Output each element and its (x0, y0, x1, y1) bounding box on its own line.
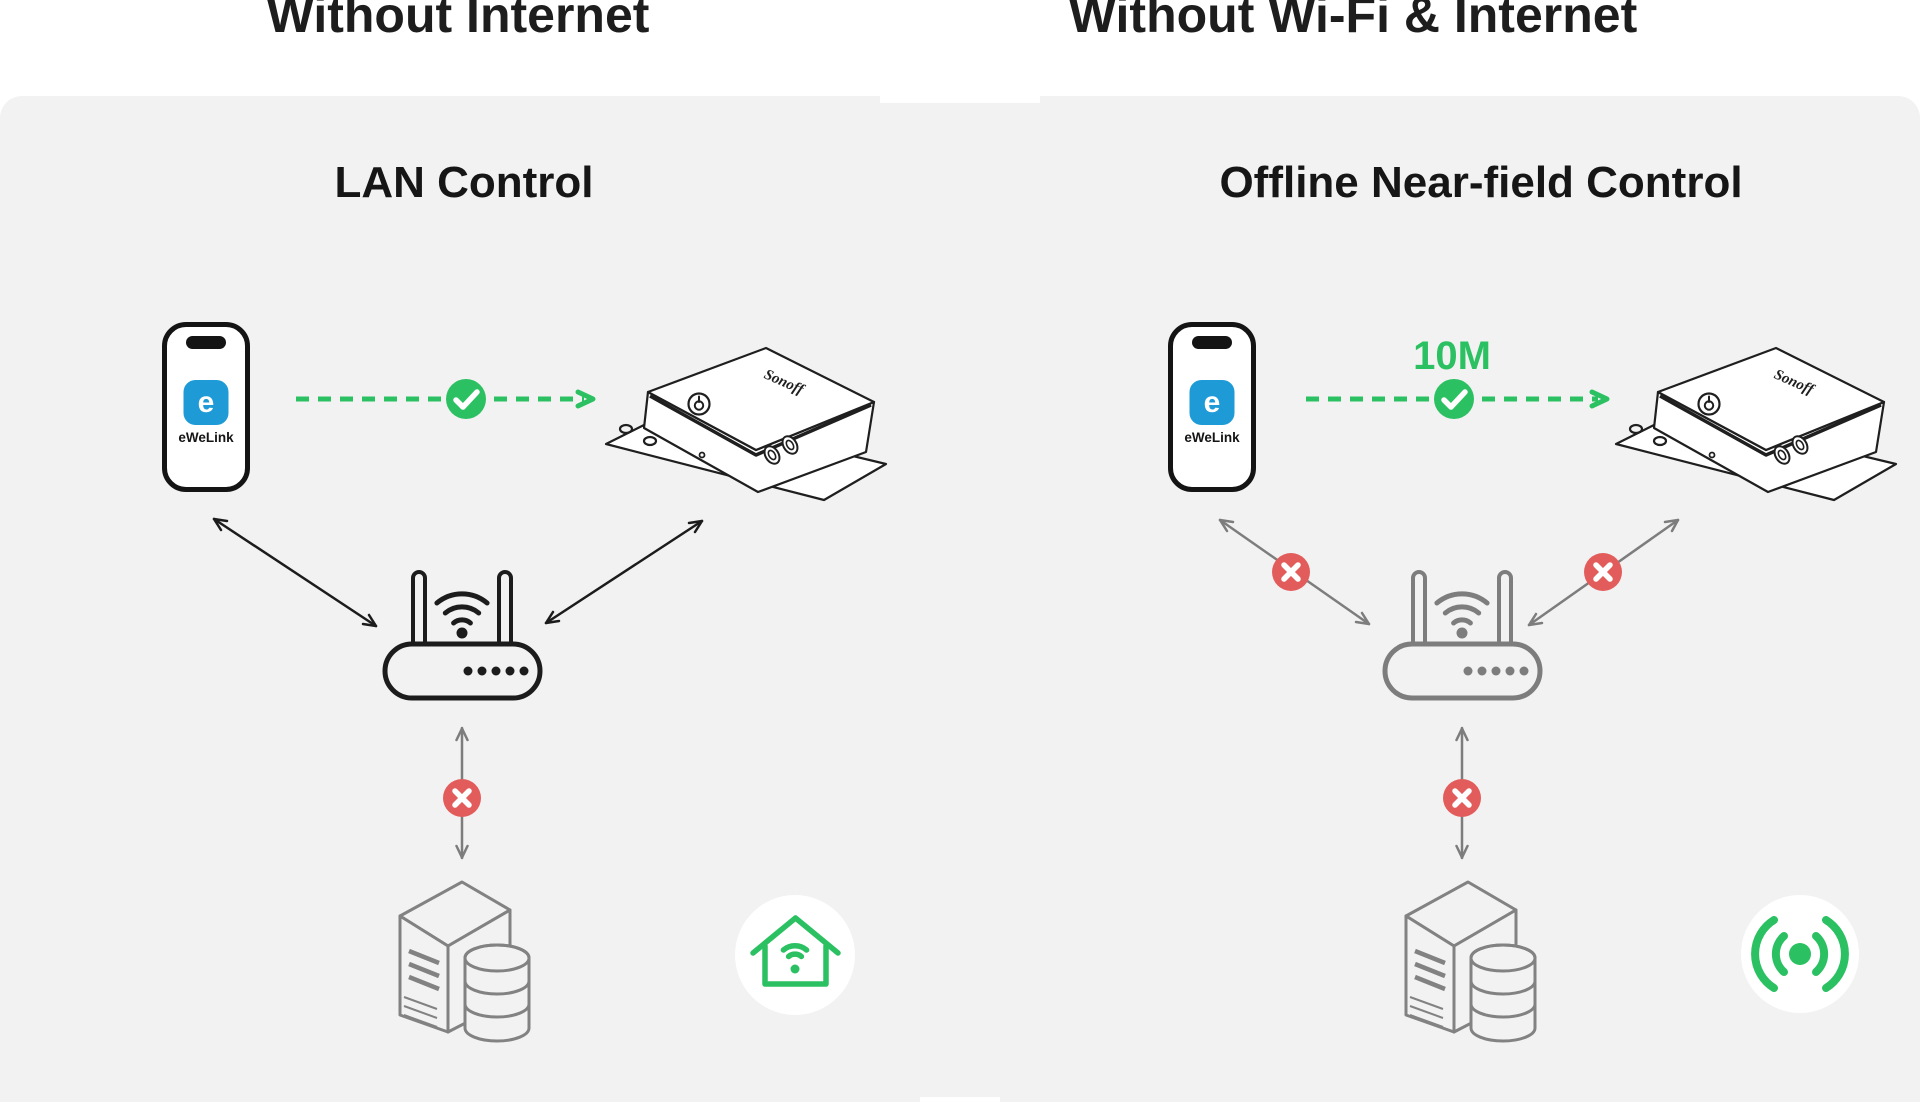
top-caption-left: Without Internet (266, 0, 650, 43)
ewelink-app-label: eWeLink (178, 430, 234, 445)
smartphone-icon: e eWeLink (162, 322, 250, 492)
ewelink-app-label: eWeLink (1184, 430, 1240, 445)
ewelink-app-icon: e (1189, 380, 1235, 425)
offline-panel-title: Offline Near-field Control (1219, 158, 1743, 207)
phone-notch (186, 336, 226, 349)
lan-panel-title: LAN Control (334, 158, 594, 207)
distance-label: 10M (1413, 334, 1491, 378)
top-caption-right: Without Wi-Fi & Internet (1068, 0, 1638, 43)
diagram-background (0, 96, 1920, 1102)
phone-notch (1192, 336, 1232, 349)
panel-gap-bottom (920, 1097, 1000, 1102)
panel-gap-top (880, 96, 1040, 103)
smartphone-icon: e eWeLink (1168, 322, 1256, 492)
ewelink-app-icon: e (183, 380, 229, 425)
